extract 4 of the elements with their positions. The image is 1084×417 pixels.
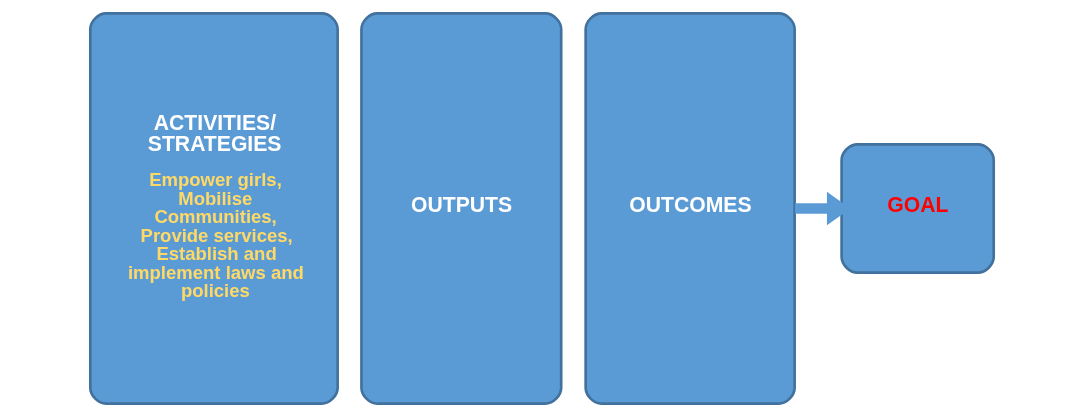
node-box: OUTPUTS [360,12,563,405]
node-box: GOAL [840,143,996,274]
node-box: ACTIVITIES/ STRATEGIES Empower girls, Mobilise Communities, Provide services, Establish and implement laws and policies [88,12,339,405]
node-box: OUTCOMES [584,12,796,405]
